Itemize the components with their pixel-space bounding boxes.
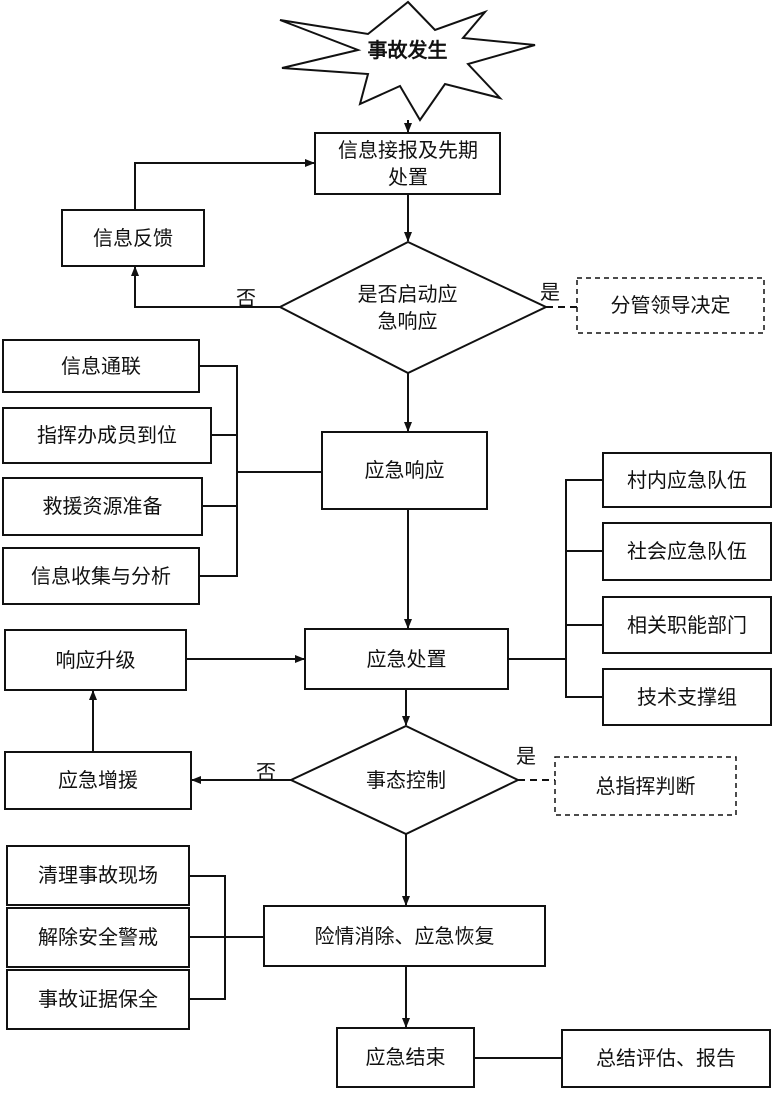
- resp-item-label-1: 信息通联: [61, 353, 141, 378]
- team-box-1: [602, 452, 772, 508]
- reinforce-box: [4, 751, 192, 810]
- disposal-box: [304, 628, 509, 690]
- resp-item-box-2: [2, 407, 212, 464]
- resp-item-label-3: 救援资源准备: [42, 494, 163, 518]
- feedback-box: [61, 209, 205, 267]
- leader-decision-label: 分管领导决定: [610, 293, 731, 317]
- team-box-4: [602, 668, 772, 726]
- resp-item-label-2: 指挥办成员到位: [37, 423, 177, 447]
- disposal-label: 应急处置: [366, 646, 447, 671]
- start-label: 事故发生: [367, 37, 448, 62]
- decision-start-label: 是否启动应急响应: [357, 282, 458, 333]
- team-box-2: [602, 522, 772, 581]
- decision-control-label: 事态控制: [366, 767, 446, 792]
- recovery-label: 险情消除、应急恢复: [314, 923, 495, 948]
- recovery-item-label-2: 解除安全警戒: [38, 925, 158, 949]
- commander-judge-box: [554, 756, 737, 816]
- bracket-teams: [565, 479, 603, 698]
- commander-judge-label: 总指挥判断: [595, 773, 696, 798]
- recovery-box: [263, 905, 546, 967]
- response-label: 应急响应: [364, 458, 445, 482]
- team-box-3: [602, 596, 772, 654]
- team-label-1: 村内应急队伍: [627, 467, 747, 492]
- arrow-feedback-to-receive: [134, 159, 315, 210]
- summary-label: 总结评估、报告: [596, 1046, 736, 1070]
- edge-label-no-control: 否: [256, 760, 276, 784]
- recovery-item-label-3: 事故证据保全: [38, 987, 158, 1011]
- team-label-4: 技术支撑组: [637, 684, 737, 709]
- recovery-item-box-2: [6, 907, 190, 968]
- edge-label-yes-control: 是: [516, 744, 536, 768]
- resp-item-box-3: [2, 477, 203, 536]
- summary-box: [561, 1029, 771, 1088]
- response-box: [321, 431, 488, 510]
- leader-decision-box: [576, 277, 765, 334]
- reinforce-label: 应急增援: [58, 768, 138, 792]
- info-receive-label: 信息接报及先期处置: [338, 138, 478, 189]
- start-burst-shape: [279, 0, 536, 122]
- upgrade-label: 响应升级: [55, 647, 136, 672]
- team-label-3: 相关职能部门: [627, 612, 747, 637]
- bracket-response-items: [199, 365, 238, 577]
- recovery-item-label-1: 清理事故现场: [38, 863, 158, 887]
- arrow-decision-no-to-feedback: [131, 266, 280, 308]
- team-label-2: 社会应急队伍: [627, 539, 747, 563]
- recovery-item-box-1: [6, 845, 190, 906]
- recovery-item-box-3: [6, 969, 190, 1030]
- edge-label-yes-start: 是: [540, 280, 560, 304]
- resp-item-label-4: 信息收集与分析: [31, 563, 171, 588]
- info-receive-box: [314, 132, 501, 195]
- feedback-label: 信息反馈: [93, 225, 173, 250]
- edge-label-no-start: 否: [236, 286, 256, 310]
- end-label: 应急结束: [365, 1045, 446, 1069]
- resp-item-box-1: [2, 339, 200, 393]
- resp-item-box-4: [2, 547, 200, 605]
